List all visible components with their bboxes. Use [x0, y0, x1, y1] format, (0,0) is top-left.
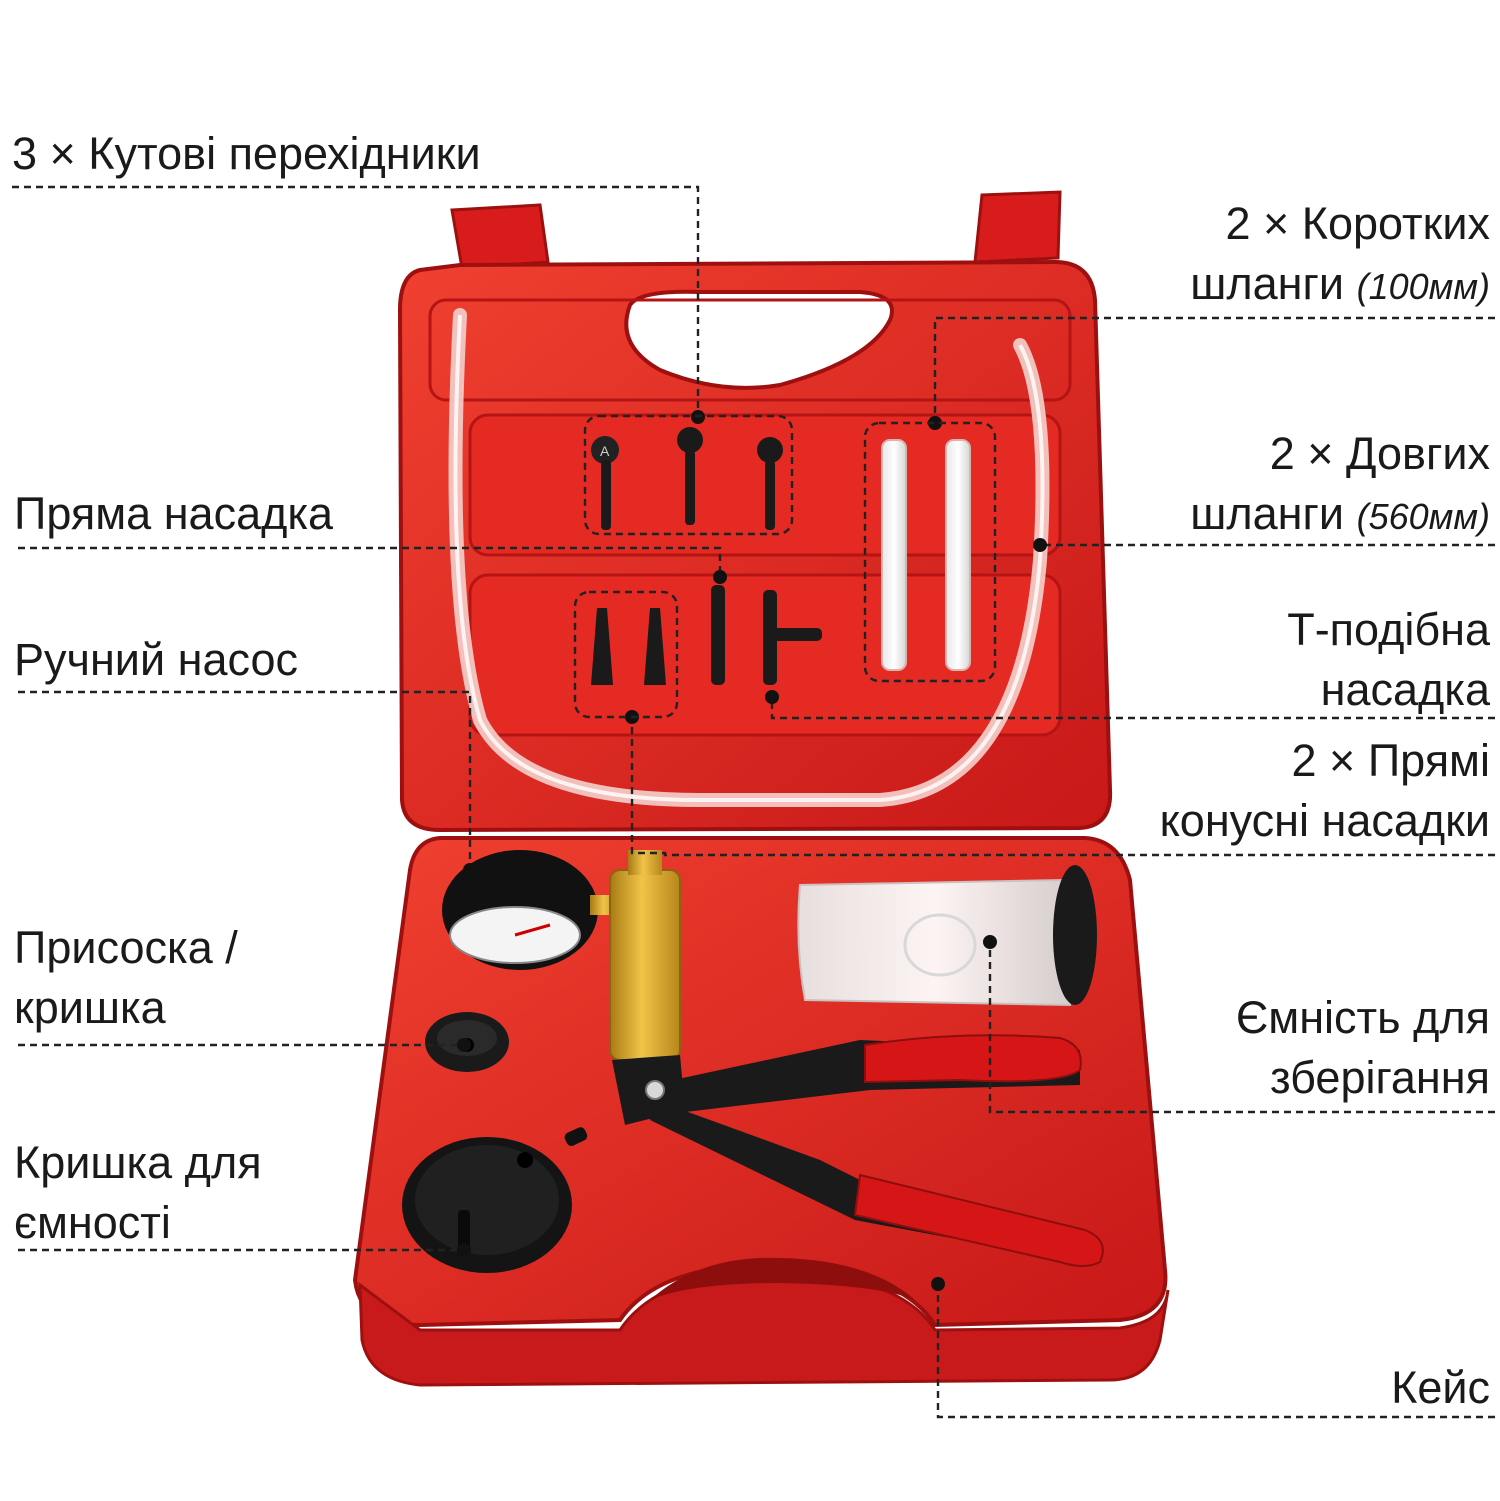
label-short-hoses-line2: шланги: [1190, 258, 1345, 309]
label-angle-adapters: 3 × Кутові перехідники: [12, 124, 481, 184]
label-suction-cap-line1: Присоска /: [14, 922, 238, 973]
t-nozzle: [763, 590, 822, 685]
label-cone-nozzles-line1: 2 × Прямі: [1291, 735, 1490, 786]
straight-nozzle: [711, 585, 725, 685]
group-boxes: [573, 414, 997, 719]
storage-container: [797, 865, 1097, 1007]
label-case-text: Кейс: [1391, 1362, 1490, 1413]
short-hoses: [881, 439, 971, 671]
label-t-nozzle: Т-подібна насадка: [1287, 600, 1490, 720]
label-container-lid-line2: ємності: [14, 1197, 171, 1248]
label-t-nozzle-line1: Т-подібна: [1287, 604, 1490, 655]
label-container-lid-line1: Кришка для: [14, 1137, 262, 1188]
label-long-hoses: 2 × Довгих шланги (560мм): [1190, 424, 1490, 547]
angle-adapters: A: [591, 427, 783, 530]
hand-pump: [609, 850, 1104, 1267]
case-lid: [397, 190, 1113, 833]
label-cone-nozzles-line2: конусні насадки: [1159, 795, 1490, 846]
label-t-nozzle-line2: насадка: [1320, 664, 1490, 715]
cone-nozzles: [591, 608, 666, 685]
label-short-hoses: 2 × Коротких шланги (100мм): [1190, 194, 1490, 317]
label-long-hoses-note: (560мм): [1356, 496, 1490, 537]
label-hand-pump: Ручний насос: [14, 630, 298, 690]
label-storage-line1: Ємність для: [1235, 992, 1490, 1043]
label-long-hoses-line1: 2 × Довгих: [1269, 428, 1490, 479]
container-lid: [402, 1127, 588, 1273]
label-case: Кейс: [1391, 1358, 1490, 1418]
label-angle-adapters-text: 3 × Кутові перехідники: [12, 128, 481, 179]
label-suction-cap-line2: кришка: [14, 982, 166, 1033]
label-cone-nozzles: 2 × Прямі конусні насадки: [1160, 731, 1490, 851]
label-long-hoses-line2: шланги: [1190, 488, 1345, 539]
label-storage-container: Ємність для зберігання: [1236, 988, 1490, 1108]
label-short-hoses-line1: 2 × Коротких: [1225, 198, 1490, 249]
pressure-gauge: [442, 850, 620, 970]
label-straight-nozzle: Пряма насадка: [14, 484, 333, 544]
svg-text:A: A: [600, 443, 610, 459]
label-short-hoses-note: (100мм): [1356, 266, 1490, 307]
label-suction-cap: Присоска / кришка: [14, 918, 238, 1038]
label-hand-pump-text: Ручний насос: [14, 634, 298, 685]
label-straight-nozzle-text: Пряма насадка: [14, 488, 334, 539]
label-storage-line2: зберігання: [1270, 1052, 1490, 1103]
label-container-lid: Кришка для ємності: [14, 1133, 262, 1253]
